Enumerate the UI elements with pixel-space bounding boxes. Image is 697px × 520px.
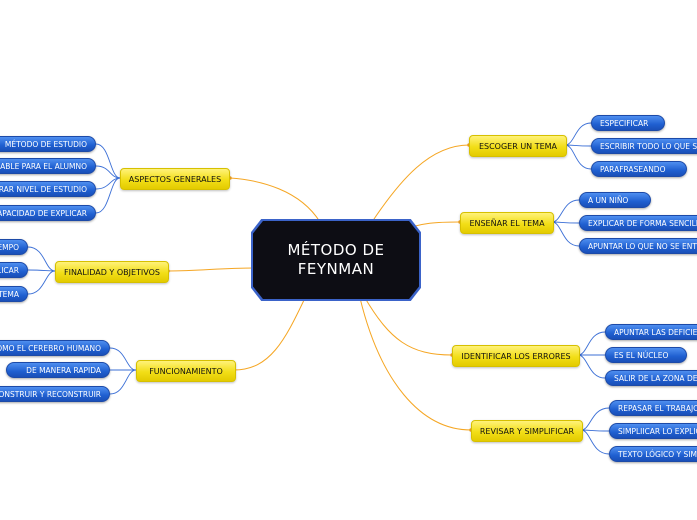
topic-label: IDENTIFICAR LOS ERRORES [461,351,571,361]
main-connector [233,297,306,371]
leaf-escribir-todo-lo-que-sabes[interactable]: ESCRIBIR TODO LO QUE SABES [591,138,697,154]
topic-label: FINALIDAD Y OBJETIVOS [63,267,160,277]
leaf-label: EXPLICAR DE FORMA SENCILLA [588,218,697,228]
leaf-connector [580,429,610,432]
leaf-parafraseando[interactable]: PARAFRASEANDO [591,161,687,177]
main-connector [364,297,453,356]
leaf-label: ESCRIBIR TODO LO QUE SABES [600,141,697,151]
leaf-a-un-nino[interactable]: A UN NIÑO [579,192,651,208]
leaf-label: REPASAR EL TRABAJO [618,403,697,413]
leaf-label: A UN NIÑO [588,195,629,205]
main-connector [229,177,321,223]
leaf-label: MEJORAR NIVEL DE ESTUDIO [0,184,87,194]
central-topic-label: MÉTODO DE FEYNMAN [287,241,385,278]
leaf-connector [551,221,580,247]
leaf-tema[interactable]: TEMA [0,286,28,302]
leaf-label: ES EL NÚCLEO [614,350,669,360]
leaf-tiempo[interactable]: TIEMPO [0,239,28,255]
leaf-label: SALIR DE LA ZONA DE CONFORT [614,373,697,383]
leaf-label: TEXTO LÓGICO Y SIMPLE [618,449,697,459]
leaf-label: DESCONSTRUIR Y RECONSTRUIR [0,389,101,399]
topic-label: REVISAR Y SIMPLIFICAR [479,426,575,436]
topic-finalidad-y-objetivos[interactable]: FINALIDAD Y OBJETIVOS [55,261,169,283]
leaf-label: SIMPLIICAR LO EXPLICADO [618,426,697,436]
topic-revisar-y-simplificar[interactable]: REVISAR Y SIMPLIFICAR [471,420,583,442]
leaf-label: ESPECIFICAR [600,118,649,128]
leaf-label: COMO EL CEREBRO HUMANO [0,343,101,353]
leaf-label: TEMA [0,289,19,299]
leaf-desconstruir-y-reconstruir[interactable]: DESCONSTRUIR Y RECONSTRUIR [0,386,110,402]
leaf-connector [95,143,121,179]
leaf-label: APUNTAR LAS DEFICIENCIAS [614,327,697,337]
leaf-label: MÉTODO DE ESTUDIO [4,139,87,149]
leaf-connector [27,270,56,295]
leaf-connector [580,407,610,431]
topic-label: FUNCIONAMIENTO [149,366,223,376]
leaf-connector [577,331,606,356]
leaf-label: APLICABLE PARA EL ALUMNO [0,161,87,171]
leaf-salir-de-la-zona-de-confort[interactable]: SALIR DE LA ZONA DE CONFORT [605,370,697,386]
main-connector [371,144,470,223]
leaf-connector [551,221,580,224]
leaf-connector [95,165,121,179]
topic-escoger-un-tema[interactable]: ESCOGER UN TEMA [469,135,567,157]
leaf-texto-logico-y-simple[interactable]: TEXTO LÓGICO Y SIMPLE [609,446,697,462]
leaf-connector [109,347,137,371]
leaf-connector [564,122,592,146]
leaf-connector [577,354,606,379]
leaf-metodo-de-estudio[interactable]: MÉTODO DE ESTUDIO [0,136,96,152]
topic-label: ESCOGER UN TEMA [478,141,558,151]
leaf-label: CAPACIDAD DE EXPLICAR [0,208,87,218]
leaf-connector [95,177,121,214]
leaf-aplicable-para-el-alumno[interactable]: APLICABLE PARA EL ALUMNO [0,158,96,174]
leaf-connector [109,369,137,395]
central-topic[interactable]: MÉTODO DE FEYNMAN [253,221,419,299]
leaf-label: DE MANERA RAPIDA [26,365,101,375]
leaf-especificar[interactable]: ESPECIFICAR [591,115,665,131]
leaf-repasar-el-trabajo[interactable]: REPASAR EL TRABAJO [609,400,697,416]
leaf-label: PARAFRASEANDO [600,164,666,174]
leaf-explicar-de-forma-sencilla[interactable]: EXPLICAR DE FORMA SENCILLA [579,215,697,231]
topic-aspectos-generales[interactable]: ASPECTOS GENERALES [120,168,230,190]
main-connector [359,297,472,431]
topic-ensenar-el-tema[interactable]: ENSEÑAR EL TEMA [460,212,554,234]
leaf-connector [27,269,56,272]
leaf-connector [580,429,610,455]
leaf-capacidad-de-explicar[interactable]: CAPACIDAD DE EXPLICAR [0,205,96,221]
topic-funcionamiento[interactable]: FUNCIONAMIENTO [136,360,236,382]
leaf-label: TIEMPO [0,242,19,252]
leaf-de-manera-rapida[interactable]: DE MANERA RAPIDA [6,362,110,378]
leaf-apuntar-lo-que-no-se-entiende[interactable]: APUNTAR LO QUE NO SE ENTIENDE [579,238,697,254]
leaf-connector [564,144,592,170]
leaf-label: APUNTAR LO QUE NO SE ENTIENDE [588,241,697,251]
leaf-apuntar-las-deficiencias[interactable]: APUNTAR LAS DEFICIENCIAS [605,324,697,340]
leaf-simpliicar-lo-explicado[interactable]: SIMPLIICAR LO EXPLICADO [609,423,697,439]
leaf-explicar[interactable]: EXPLICAR [0,262,28,278]
leaf-connector [27,246,56,272]
topic-identificar-los-errores[interactable]: IDENTIFICAR LOS ERRORES [452,345,580,367]
leaf-label: EXPLICAR [0,265,19,275]
main-connector [167,267,256,272]
leaf-como-el-cerebro-humano[interactable]: COMO EL CEREBRO HUMANO [0,340,110,356]
leaf-connector [564,144,592,147]
leaf-mejorar-nivel-de-estudio[interactable]: MEJORAR NIVEL DE ESTUDIO [0,181,96,197]
leaf-connector [551,199,580,223]
topic-label: ENSEÑAR EL TEMA [469,218,545,228]
leaf-es-el-nucleo[interactable]: ES EL NÚCLEO [605,347,687,363]
topic-label: ASPECTOS GENERALES [128,174,222,184]
